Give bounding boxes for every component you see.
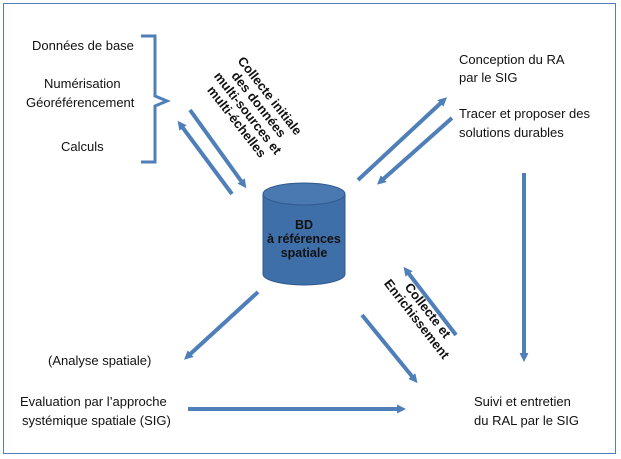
arrow-from-database-upper bbox=[177, 120, 234, 196]
diagram-frame bbox=[3, 3, 616, 454]
suivi-line1: Suivi et entretien bbox=[474, 394, 571, 409]
suivi-line2: du RAL par le SIG bbox=[474, 413, 580, 428]
conception-line1: Conception du RA bbox=[459, 52, 565, 67]
analyse-line3: systémique spatiale (SIG) bbox=[22, 413, 171, 428]
conception-line2: par le SIG bbox=[459, 70, 518, 85]
arrow-database-to-suivi bbox=[360, 313, 418, 384]
conception-line4: solutions durables bbox=[459, 125, 564, 140]
input-donnees-base: Données de base bbox=[32, 38, 134, 53]
arrow-database-to-analyse bbox=[184, 290, 260, 360]
arrow-suivi-to-database bbox=[403, 266, 458, 337]
conception-line3: Tracer et proposer des bbox=[459, 106, 591, 121]
arrow-to-conception bbox=[356, 97, 447, 182]
input-georeferencement: Géoréférencement bbox=[26, 95, 135, 110]
analyse-line2: Evaluation par l’approche bbox=[20, 394, 167, 409]
inputs-bracket bbox=[141, 34, 171, 164]
arrow-to-database-upper bbox=[188, 108, 247, 189]
database-line3: spatiale bbox=[280, 246, 328, 260]
database-label: BD à références spatiale bbox=[263, 218, 345, 260]
database-line1: BD bbox=[294, 218, 314, 232]
database-line2: à références bbox=[267, 232, 341, 246]
database-cylinder bbox=[262, 182, 346, 286]
analyse-line1: (Analyse spatiale) bbox=[48, 353, 152, 368]
input-calculs: Calculs bbox=[61, 139, 104, 154]
input-numerisation: Numérisation bbox=[44, 76, 121, 91]
arrow-from-conception bbox=[377, 116, 454, 185]
